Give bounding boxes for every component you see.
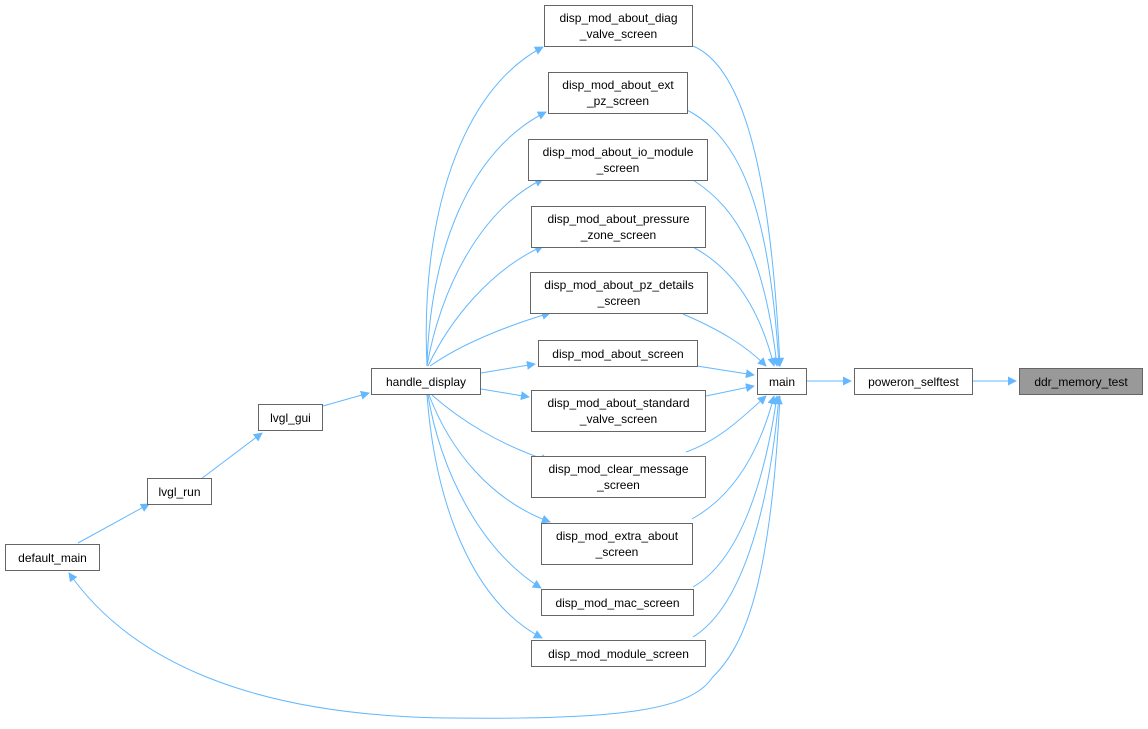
edge-ext-pz-to-main (686, 109, 783, 367)
node-handle-display[interactable]: handle_display (371, 368, 481, 395)
node-poweron-selftest[interactable]: poweron_selftest (854, 368, 973, 395)
node-ddr-memory-test[interactable]: ddr_memory_test (1019, 368, 1143, 395)
edge-handle-to-ext-pz (426, 111, 547, 367)
node-label-line: disp_mod_about_standard (547, 396, 690, 410)
node-label-line: disp_mod_clear_message (548, 462, 689, 476)
node-disp-mod-about-screen[interactable]: disp_mod_about_screen (538, 340, 698, 367)
node-lvgl-gui[interactable]: lvgl_gui (258, 404, 323, 431)
edge-handle-to-pressure-zone (427, 245, 544, 367)
node-label-line: default_main (18, 550, 87, 565)
edge-pz-details-to-main (682, 313, 767, 367)
edge-default-main-to-main (68, 395, 781, 719)
node-label-line: disp_mod_about_screen (552, 346, 684, 361)
edge-handle-to-io-module (426, 178, 544, 367)
edge-mac-screen-to-main (692, 395, 781, 588)
node-disp-mod-about-standard-valve-screen[interactable]: disp_mod_about_standard _valve_screen (531, 390, 706, 432)
node-default-main[interactable]: default_main (5, 544, 100, 571)
node-disp-mod-mac-screen[interactable]: disp_mod_mac_screen (541, 589, 694, 616)
edge-default-main-to-lvgl-run (77, 503, 150, 544)
node-label-line: poweron_selftest (868, 374, 959, 389)
edge-io-module-to-main (692, 179, 781, 367)
node-label-line: _zone_screen (580, 228, 657, 242)
node-label-line: _pz_screen (586, 94, 650, 108)
node-label-line: disp_mod_about_diag (559, 11, 678, 25)
node-label-line: disp_mod_about_pz_details (544, 278, 694, 292)
edge-handle-to-diag-valve (425, 46, 544, 367)
node-label-line: handle_display (385, 374, 467, 389)
node-lvgl-run[interactable]: lvgl_run (147, 478, 212, 505)
edge-handle-to-about-screen (480, 360, 536, 374)
node-disp-mod-about-pressure-zone-screen[interactable]: disp_mod_about_pressure _zone_screen (531, 206, 706, 248)
node-label-line: _screen (595, 545, 639, 559)
edge-standard-valve-to-main (705, 383, 755, 397)
node-main[interactable]: main (757, 368, 807, 395)
node-label-line: lvgl_gui (270, 410, 311, 425)
edge-handle-to-clear-message (431, 394, 550, 463)
edge-handle-to-module-screen (426, 394, 543, 639)
node-label-line: disp_mod_about_pressure (547, 212, 690, 226)
node-disp-mod-clear-message-screen[interactable]: disp_mod_clear_message _screen (531, 456, 706, 498)
edge-lvgl-gui-to-handle (322, 390, 370, 407)
node-label-line: main (768, 374, 795, 389)
node-disp-mod-about-ext-pz-screen[interactable]: disp_mod_about_ext _pz_screen (548, 72, 688, 114)
edge-pressure-zone-to-main (692, 246, 777, 367)
edge-handle-to-mac-screen (427, 394, 542, 589)
node-label-line: ddr_memory_test (1034, 374, 1128, 389)
edge-diag-valve-to-main (692, 45, 785, 367)
edge-module-screen-to-main (692, 395, 783, 638)
node-disp-mod-module-screen[interactable]: disp_mod_module_screen (531, 640, 706, 667)
node-label-line: disp_mod_mac_screen (555, 595, 680, 610)
node-disp-mod-about-diag-valve-screen[interactable]: disp_mod_about_diag _valve_screen (544, 5, 693, 47)
node-label-line: disp_mod_about_ext (562, 78, 674, 92)
edge-lvgl-run-to-lvgl-gui (200, 432, 263, 480)
node-disp-mod-extra-about-screen[interactable]: disp_mod_extra_about _screen (541, 523, 693, 565)
node-label-line: _valve_screen (579, 412, 658, 426)
node-label-line: _screen (597, 478, 640, 492)
edge-clear-message-to-main (685, 395, 767, 453)
node-label-line: disp_mod_about_io_module (542, 145, 694, 159)
node-label-line: disp_mod_module_screen (548, 646, 689, 661)
node-label-line: _screen (597, 294, 641, 308)
edge-handle-to-standard-valve (480, 388, 530, 401)
edge-extra-about-to-main (691, 395, 777, 520)
edge-handle-to-extra-about (428, 394, 551, 524)
edge-about-screen-to-main (696, 365, 755, 379)
node-label-line: disp_mod_extra_about (555, 529, 679, 543)
node-label-line: _screen (596, 161, 640, 175)
node-disp-mod-about-pz-details-screen[interactable]: disp_mod_about_pz_details _screen (530, 272, 708, 314)
node-label-line: lvgl_run (158, 484, 201, 499)
node-label-line: _valve_screen (579, 27, 658, 41)
edge-handle-to-pz-details (429, 311, 551, 367)
node-disp-mod-about-io-module-screen[interactable]: disp_mod_about_io_module _screen (528, 139, 708, 181)
